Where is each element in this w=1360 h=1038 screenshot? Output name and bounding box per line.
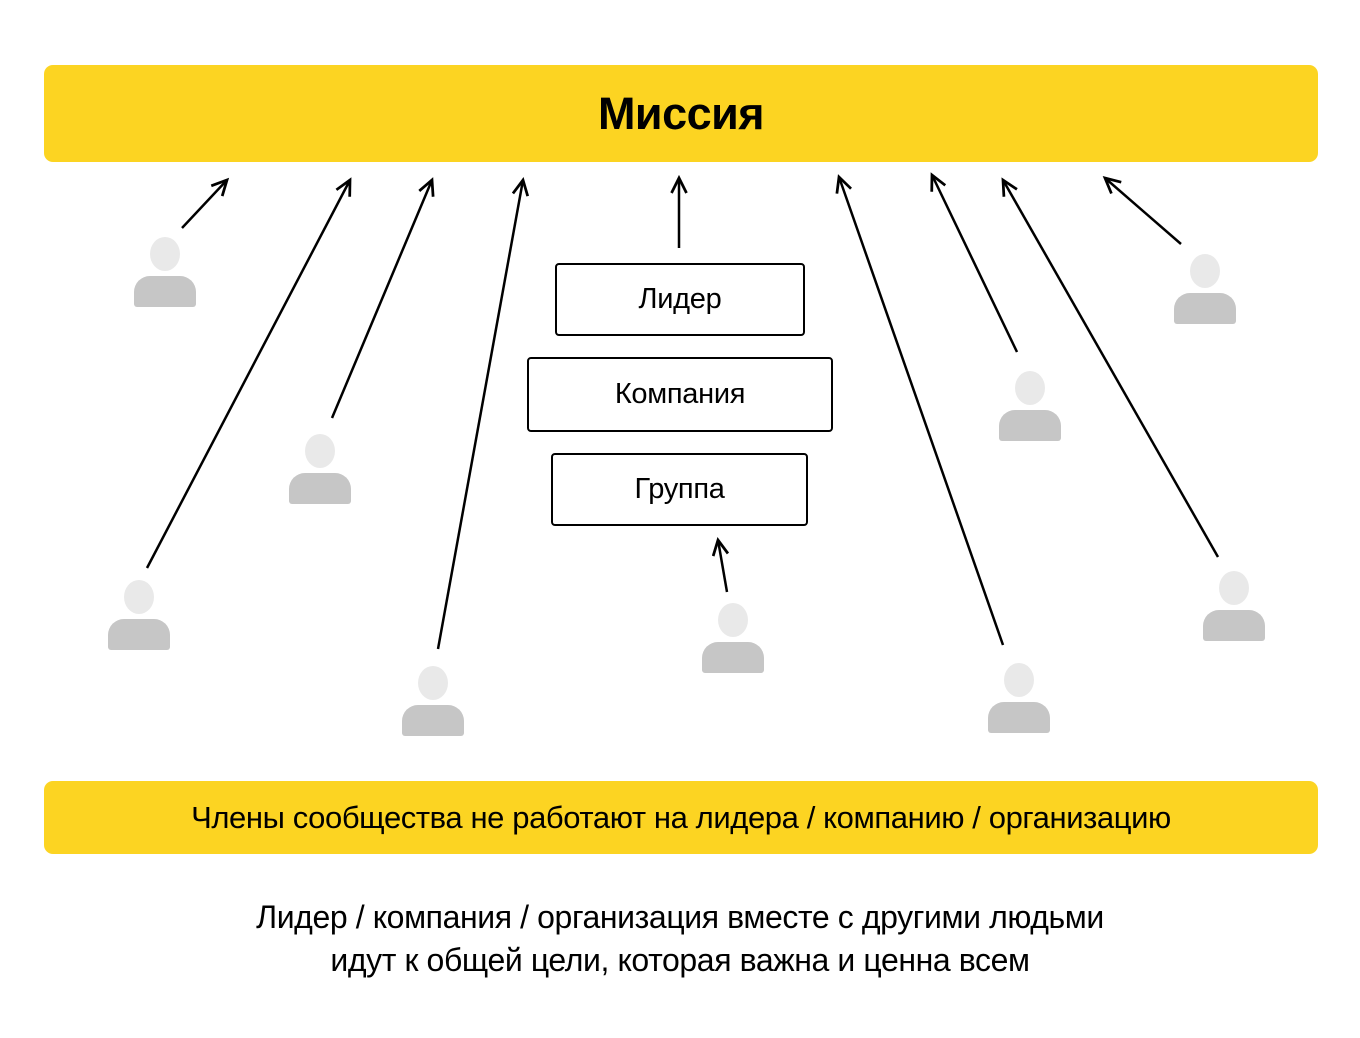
leader-box-label: Лидер: [638, 283, 722, 315]
arrow-person-top-right-to-mission: [1102, 175, 1182, 245]
person-head-shape: [1219, 571, 1249, 605]
arrow-person-top-left-to-mission: [181, 177, 230, 229]
person-head-shape: [1004, 663, 1034, 697]
person-body-shape: [1203, 610, 1265, 641]
caption-text: Лидер / компания / организация вместе с …: [0, 896, 1360, 982]
company-box: Компания: [527, 357, 833, 432]
arrow-person-right-middle-to-mission: [930, 172, 1019, 353]
person-head-shape: [1190, 254, 1220, 288]
person-body-shape: [999, 410, 1061, 441]
person-head-shape: [418, 666, 448, 700]
person-top-left-icon: [132, 237, 198, 307]
arrow-person-bottom-right-to-mission: [835, 174, 1005, 646]
person-right-middle-icon: [997, 371, 1063, 441]
person-body-shape: [702, 642, 764, 673]
person-head-shape: [305, 434, 335, 468]
person-bottom-left-icon: [400, 666, 466, 736]
mission-banner-label: Миссия: [597, 87, 765, 139]
community-banner-label: Члены сообщества не работают на лидера /…: [191, 799, 1171, 835]
person-head-shape: [718, 603, 748, 637]
person-body-shape: [134, 276, 196, 307]
person-top-right-icon: [1172, 254, 1238, 324]
person-left-middle-icon: [287, 434, 353, 504]
person-left-lower-icon: [106, 580, 172, 650]
mission-banner: Миссия: [44, 65, 1318, 162]
group-box: Группа: [551, 453, 808, 526]
arrow-person-right-lower-to-mission: [1001, 177, 1220, 558]
person-body-shape: [289, 473, 351, 504]
person-body-shape: [402, 705, 464, 736]
arrow-person-bottom-center-to-group: [711, 536, 730, 593]
person-bottom-right-icon: [986, 663, 1052, 733]
person-head-shape: [1015, 371, 1045, 405]
person-body-shape: [988, 702, 1050, 733]
arrow-person-left-middle-to-mission: [330, 177, 435, 419]
person-head-shape: [150, 237, 180, 271]
person-head-shape: [124, 580, 154, 614]
community-banner: Члены сообщества не работают на лидера /…: [44, 781, 1318, 854]
group-box-label: Группа: [634, 473, 725, 505]
caption-line-2: идут к общей цели, которая важна и ценна…: [330, 942, 1030, 978]
caption-line-1: Лидер / компания / организация вместе с …: [256, 899, 1104, 935]
company-box-label: Компания: [614, 378, 746, 410]
person-body-shape: [1174, 293, 1236, 324]
person-right-lower-icon: [1201, 571, 1267, 641]
arrow-person-bottom-left-to-mission: [436, 176, 530, 650]
person-body-shape: [108, 619, 170, 650]
person-bottom-center-icon: [700, 603, 766, 673]
leader-box: Лидер: [555, 263, 805, 336]
